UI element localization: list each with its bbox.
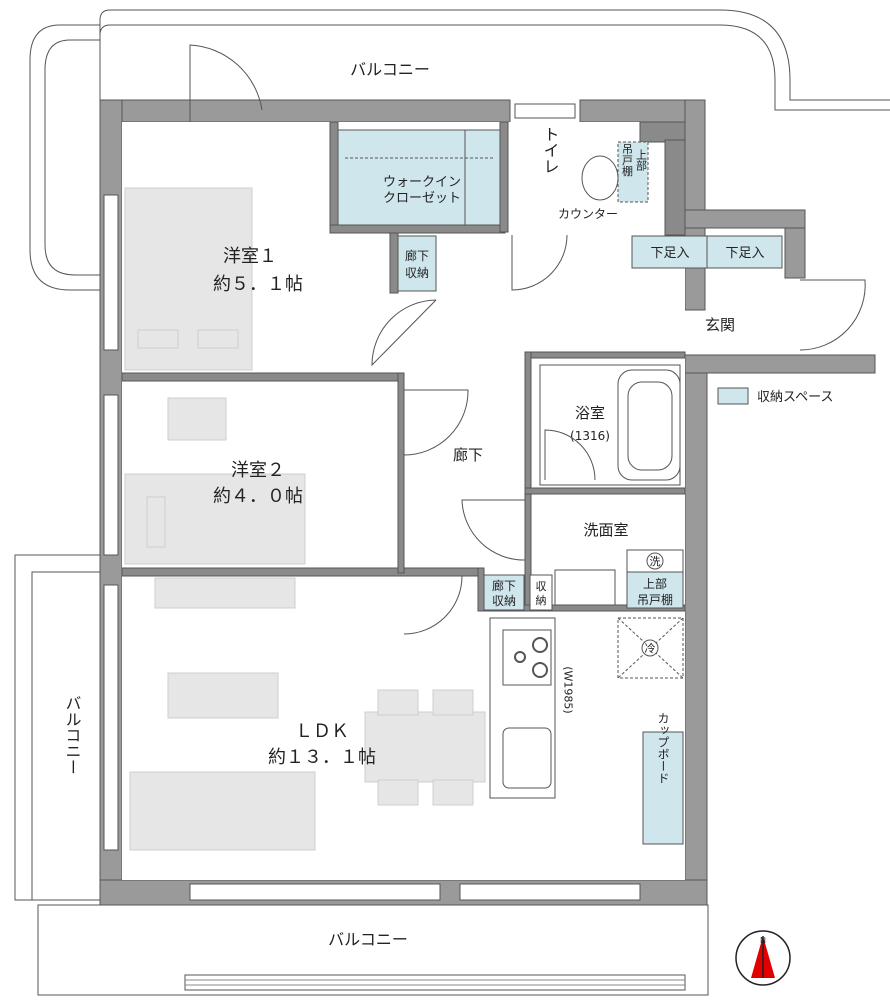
hall-storage-bottom-1: 廊下 bbox=[492, 578, 516, 593]
wash-cabinet-2: 吊戸棚 bbox=[637, 592, 673, 607]
storage-hall-top: 廊下 収納 bbox=[397, 235, 437, 292]
kitchen: (W1985) 冷 bbox=[489, 617, 684, 799]
small-storage-1: 収 bbox=[536, 580, 547, 593]
balcony-left: バルコニー bbox=[14, 554, 101, 901]
shoe-storage-right-label: 下足入 bbox=[725, 246, 764, 261]
storage-wash-cabinet: 洗 上部 吊戸棚 bbox=[626, 549, 684, 609]
balcony-top: バルコニー bbox=[29, 9, 890, 291]
storage-hall-bottom: 廊下 収納 収 納 bbox=[483, 574, 553, 611]
toilet-cabinet-2: 上部 bbox=[635, 149, 648, 171]
storage-cupboard: カップボード bbox=[642, 712, 684, 845]
wic-label-2: クローゼット bbox=[383, 191, 461, 206]
small-storage-2: 納 bbox=[536, 594, 547, 607]
counter-label: カウンター bbox=[558, 207, 618, 221]
bath-name: 浴室 bbox=[575, 404, 605, 422]
hall-storage-bottom-2: 収納 bbox=[492, 594, 516, 608]
toilet: トイレ カウンター bbox=[541, 126, 619, 221]
washroom-label: 洗面室 bbox=[583, 521, 628, 539]
doors bbox=[189, 44, 866, 635]
ldk-name: ＬＤＫ bbox=[295, 721, 349, 742]
washer-symbol: 洗 bbox=[650, 555, 661, 568]
wash-cabinet-1: 上部 bbox=[643, 576, 667, 591]
washroom: 洗面室 bbox=[554, 521, 629, 606]
room-labels: 洋室１ 約５．１帖 洋室２ 約４．０帖 ＬＤＫ 約１３．１帖 廊下 玄関 bbox=[213, 246, 735, 768]
balcony-bottom-label: バルコニー bbox=[328, 930, 408, 949]
entrance-label: 玄関 bbox=[705, 316, 735, 334]
storage-toilet-cabinet: 吊戸棚 上部 bbox=[617, 141, 649, 203]
bath: 浴室 (1316) bbox=[539, 364, 681, 486]
bath-size: (1316) bbox=[570, 429, 610, 443]
legend: 収納スペース bbox=[717, 387, 833, 405]
compass: N bbox=[735, 930, 791, 986]
balcony-bottom: バルコニー bbox=[37, 904, 709, 996]
windows bbox=[103, 103, 641, 901]
furniture bbox=[124, 187, 486, 851]
cupboard-label: カップボード bbox=[656, 712, 670, 784]
bedroom2-size: 約４．０帖 bbox=[213, 486, 303, 507]
storage-walk-in-closet: ウォークイン クローゼット bbox=[337, 129, 501, 226]
shoe-storage-left-label: 下足入 bbox=[650, 246, 689, 261]
hallway-label: 廊下 bbox=[453, 446, 483, 464]
bedroom2-name: 洋室２ bbox=[231, 460, 285, 481]
compass-north-label: N bbox=[760, 936, 766, 945]
hall-storage-top-1: 廊下 bbox=[405, 248, 429, 263]
bedroom1-size: 約５．１帖 bbox=[213, 274, 303, 295]
fridge-symbol: 冷 bbox=[645, 642, 656, 655]
kitchen-width-label: (W1985) bbox=[562, 666, 575, 713]
wic-label-1: ウォークイン bbox=[383, 175, 461, 190]
legend-label: 収納スペース bbox=[757, 390, 833, 405]
toilet-label: トイレ bbox=[541, 126, 560, 174]
storage-shoe: 下足入 下足入 bbox=[631, 235, 783, 269]
balcony-top-label: バルコニー bbox=[350, 60, 430, 79]
balcony-left-label: バルコニー bbox=[63, 695, 82, 775]
legend-swatch bbox=[717, 387, 749, 405]
toilet-cabinet-1: 吊戸棚 bbox=[621, 143, 634, 177]
ldk-size: 約１３．１帖 bbox=[268, 747, 376, 768]
hall-storage-top-2: 収納 bbox=[405, 266, 429, 280]
bedroom1-name: 洋室１ bbox=[223, 246, 277, 267]
